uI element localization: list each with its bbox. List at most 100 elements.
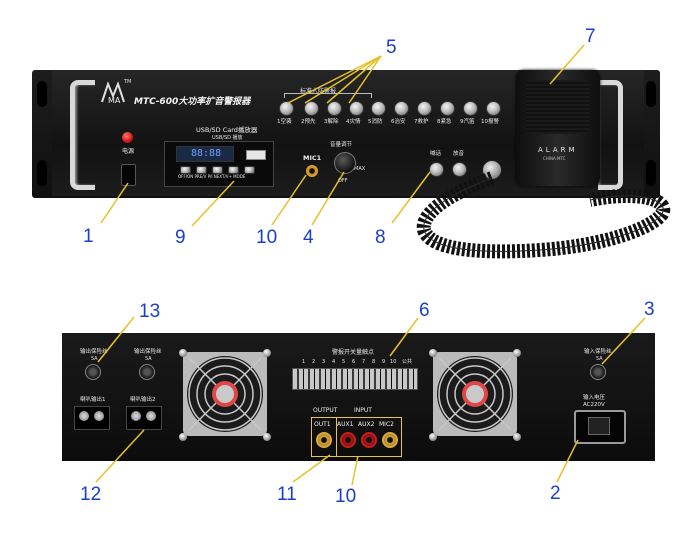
- callout-10-front: 10: [256, 227, 278, 248]
- callout-9: 9: [175, 227, 186, 248]
- terminal-number: 1: [302, 359, 306, 365]
- mic2-jack[interactable]: [382, 432, 398, 448]
- callout-12: 12: [80, 484, 102, 505]
- usb-button-row: [176, 166, 264, 174]
- callout-6: 6: [419, 300, 430, 321]
- preset-label-2: 2预先: [301, 119, 316, 125]
- terminal-number: 3: [322, 359, 326, 365]
- usb-button[interactable]: [244, 166, 255, 174]
- usb-button[interactable]: [180, 166, 191, 174]
- preset-button-6[interactable]: [394, 101, 409, 116]
- callout-7: 7: [585, 26, 596, 47]
- speaker-output-terminal-2[interactable]: [126, 406, 162, 430]
- preset-button-3[interactable]: [327, 101, 342, 116]
- terminal-number: 6: [352, 359, 356, 365]
- aux1-label: AUX1: [337, 421, 354, 428]
- fan-screw: [429, 433, 437, 441]
- terminal-number: 公共: [402, 359, 413, 365]
- usb-button[interactable]: [212, 166, 223, 174]
- fan-screw: [429, 349, 437, 357]
- preset-label-7: 7救护: [414, 119, 429, 125]
- mic2-label: MIC2: [379, 421, 394, 428]
- callout-13: 13: [139, 301, 161, 322]
- callout-4: 4: [303, 227, 314, 248]
- fan-screw: [179, 433, 187, 441]
- output-section-label: OUTPUT: [313, 407, 338, 414]
- callout-8: 8: [375, 227, 386, 248]
- preset-button-8[interactable]: [440, 101, 455, 116]
- output-fuse-holder-2[interactable]: [139, 364, 155, 380]
- fan-screw: [263, 433, 271, 441]
- callout-5: 5: [386, 37, 397, 58]
- power-indicator-led: [122, 132, 133, 143]
- preset-label-6: 6治安: [391, 119, 406, 125]
- preset-button-10[interactable]: [486, 101, 501, 116]
- input-section-label: INPUT: [354, 407, 372, 414]
- mic1-jack[interactable]: [306, 165, 318, 177]
- terminal-number: 2: [312, 359, 316, 365]
- usb-button[interactable]: [196, 166, 207, 174]
- aux2-jack[interactable]: [361, 432, 377, 448]
- mic-brand-label: ALARM: [538, 146, 578, 154]
- playback-button-label: 放音: [453, 151, 465, 157]
- preset-button-5[interactable]: [371, 101, 386, 116]
- input-fuse-label: 输入保险丝: [584, 349, 612, 355]
- speak-button[interactable]: [429, 162, 444, 177]
- preset-button-2[interactable]: [304, 101, 319, 116]
- aux1-jack[interactable]: [340, 432, 356, 448]
- preset-button-4[interactable]: [349, 101, 364, 116]
- volume-knob[interactable]: [334, 152, 356, 174]
- preset-button-1[interactable]: [279, 101, 294, 116]
- callout-11: 11: [277, 484, 297, 505]
- preset-label-3: 3解除: [324, 119, 339, 125]
- terminal-number: 9: [382, 359, 386, 365]
- terminal-numbers-row: 1 2 3 4 5 6 7 8 9 10 公共: [300, 360, 414, 367]
- front-left-handle: [70, 80, 95, 190]
- speaker-output-terminal-1[interactable]: [74, 406, 110, 430]
- fan-screw: [179, 349, 187, 357]
- preset-button-7[interactable]: [417, 101, 432, 116]
- preset-header-bracket: [284, 93, 372, 98]
- fan-screw: [513, 433, 521, 441]
- handheld-microphone[interactable]: ALARM CHINA·MTC: [516, 70, 600, 186]
- volume-max-label: MAX: [354, 166, 366, 172]
- fan-screw: [513, 349, 521, 357]
- output-fuse-holder-1[interactable]: [85, 364, 101, 380]
- terminal-number: 8: [372, 359, 376, 365]
- input-fuse-value: 5A: [596, 356, 603, 362]
- model-title: MTC-600大功率扩音警报器: [134, 97, 251, 107]
- rack-slot: [37, 81, 47, 107]
- cooling-fan-left: [183, 352, 267, 436]
- front-right-handle: [598, 80, 623, 190]
- playback-button[interactable]: [452, 162, 467, 177]
- preset-label-9: 9汽笛: [460, 119, 475, 125]
- alarm-terminal-block[interactable]: [292, 368, 418, 390]
- terminal-screw: [79, 411, 89, 421]
- usb-button-labels: OFF/ON PRE/V P/I NEXT/V+ MODE: [178, 174, 246, 179]
- out1-jack[interactable]: [316, 432, 332, 448]
- power-input-label: 输入电压: [583, 395, 606, 401]
- usb-port[interactable]: [246, 150, 266, 160]
- ac-power-inlet[interactable]: [574, 410, 626, 444]
- terminal-block-title: 警报开关量触点: [332, 349, 375, 356]
- terminal-screw: [131, 411, 141, 421]
- speak-button-label: 喊话: [430, 151, 442, 157]
- usb-button[interactable]: [228, 166, 239, 174]
- usb-player-title: USB/SD Card播放器: [196, 126, 258, 134]
- callout-10-back: 10: [335, 486, 357, 507]
- input-fuse-holder[interactable]: [590, 364, 606, 380]
- inlet-socket: [588, 417, 610, 435]
- preset-button-9[interactable]: [463, 101, 478, 116]
- power-switch[interactable]: [121, 164, 136, 186]
- preset-label-5: 5消防: [368, 119, 383, 125]
- terminal-screw: [94, 411, 104, 421]
- usb-player-subtitle: USB/SD 播放: [212, 135, 243, 141]
- preset-label-4: 4灾情: [346, 119, 361, 125]
- callout-2: 2: [550, 483, 561, 504]
- power-input-value: AC220V: [583, 402, 605, 408]
- usb-lcd-display: 88:88: [176, 146, 234, 162]
- preset-label-1: 1空袭: [277, 119, 292, 125]
- brand-logo-tm: TM: [124, 79, 132, 85]
- output-fuse-label-2: 输出保险丝: [134, 349, 162, 355]
